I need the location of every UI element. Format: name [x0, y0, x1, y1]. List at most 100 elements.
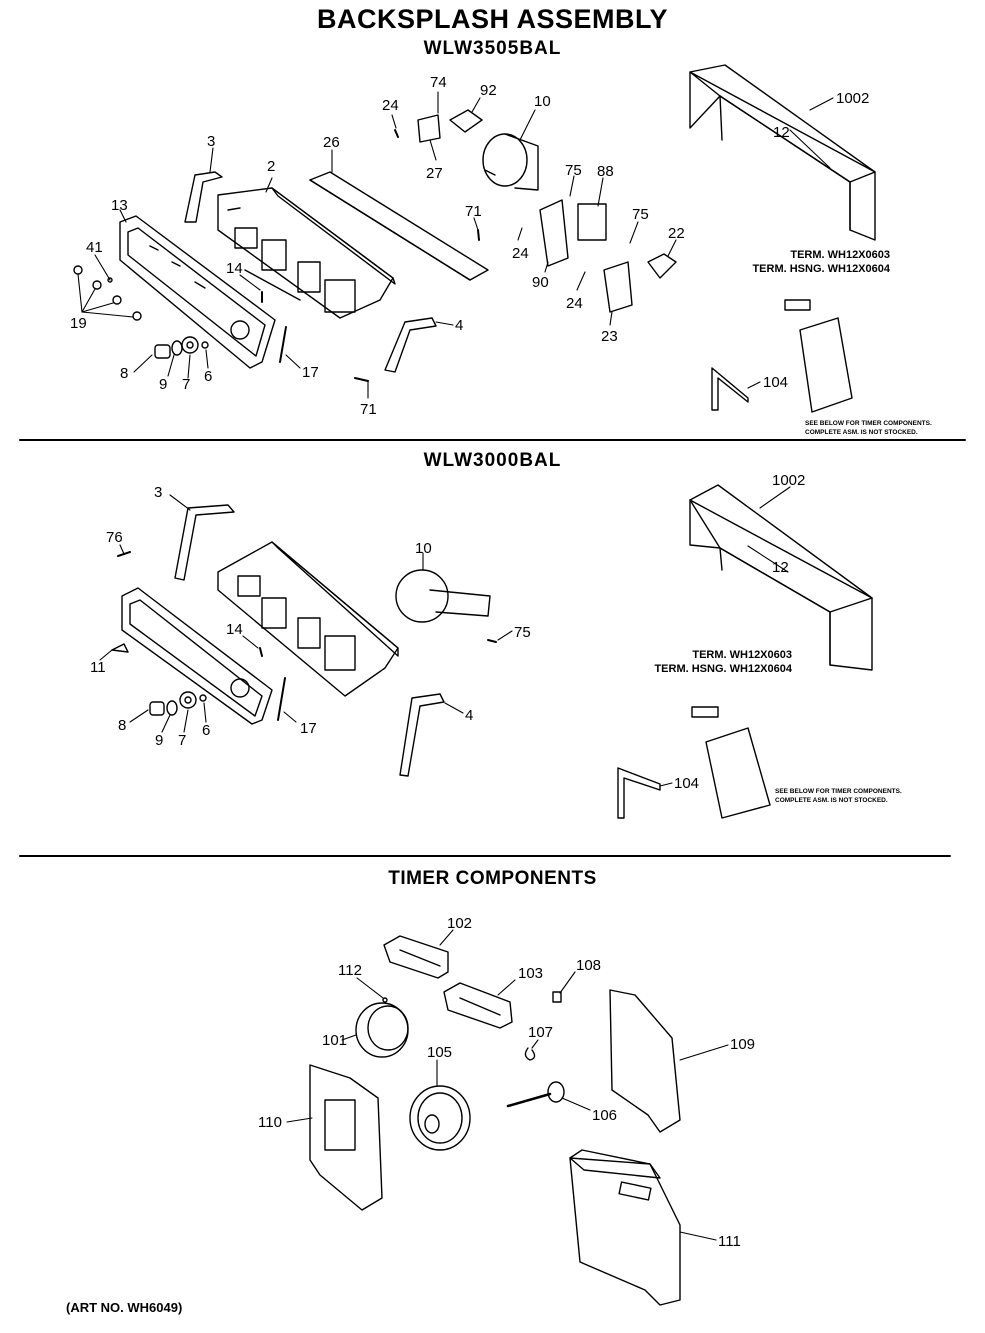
callout-75: 75	[565, 162, 582, 179]
faceplate-part-2	[121, 587, 273, 725]
housing-109-part	[609, 989, 681, 1133]
backsplash-cabinet-part	[689, 64, 876, 241]
callout-19: 19	[70, 315, 87, 332]
callout-105: 105	[427, 1044, 452, 1061]
frame-110-part	[309, 1064, 383, 1211]
callout-110: 110	[258, 1114, 282, 1131]
callout-74: 74	[430, 74, 447, 91]
page-title: BACKSPLASH ASSEMBLY	[316, 4, 669, 34]
console-panel-part	[217, 187, 396, 319]
callout-1002: 1002	[836, 90, 869, 107]
callout-26: 26	[323, 134, 340, 151]
timer-block-part-2	[705, 727, 771, 819]
bracket-right-part	[384, 317, 437, 373]
timer-motor-101-part	[355, 1002, 409, 1058]
callout-3-mid: 3	[154, 484, 162, 501]
note-line-1: SEE BELOW FOR TIMER COMPONENTS.	[805, 420, 932, 427]
callout-109: 109	[730, 1036, 755, 1053]
knob-part	[647, 253, 677, 279]
callout-4: 4	[455, 317, 463, 334]
callout-1002-mid: 1002	[772, 472, 805, 489]
callout-23: 23	[601, 328, 618, 345]
timer-motor-part	[482, 133, 539, 191]
cam-105-part	[409, 1085, 471, 1151]
callout-6-mid: 6	[202, 722, 210, 739]
switch-part	[449, 109, 483, 133]
callout-103: 103	[518, 965, 543, 982]
screw-24-part	[394, 129, 399, 138]
callout-92: 92	[480, 82, 497, 99]
note-line-2: COMPLETE ASM. IS NOT STOCKED.	[805, 428, 918, 436]
callout-6: 6	[204, 368, 212, 385]
callout-107: 107	[528, 1024, 553, 1041]
angle-bracket-part	[711, 367, 749, 411]
bracket-small-part	[417, 114, 441, 143]
callout-17: 17	[302, 364, 319, 381]
note-line-2: COMPLETE ASM. IS NOT STOCKED.	[775, 796, 888, 804]
plate-part-2	[603, 261, 633, 313]
terminal-housing-part-2	[691, 706, 719, 718]
term-line: TERM. WH12X0603	[790, 249, 890, 261]
term-housing-line: TERM. HSNG. WH12X0604	[654, 663, 792, 675]
callout-7: 7	[182, 376, 190, 393]
cover-111-part	[569, 1149, 681, 1306]
callout-8-mid: 8	[118, 717, 126, 734]
callout-10: 10	[534, 93, 551, 110]
callout-102: 102	[447, 915, 472, 932]
spring-107-part	[524, 1047, 536, 1061]
contact-block-103-part	[443, 982, 513, 1029]
callout-71: 71	[465, 203, 482, 220]
callout-75b: 75	[632, 206, 649, 223]
model-label-top: WLW3505BAL	[423, 38, 562, 59]
screw-112-part	[382, 997, 388, 1003]
callout-9: 9	[159, 376, 167, 393]
contact-block-102-part	[383, 935, 449, 979]
callout-27: 27	[426, 165, 443, 182]
callout-71b: 71	[360, 401, 377, 418]
callout-24c: 24	[566, 295, 583, 312]
callout-75-mid: 75	[514, 624, 531, 641]
faceplate-part	[119, 215, 276, 369]
terminal-parts-middle: TERM. WH12X0603 TERM. HSNG. WH12X0604	[610, 648, 792, 676]
plate-part	[539, 199, 569, 267]
timer-note-middle: SEE BELOW FOR TIMER COMPONENTS. COMPLETE…	[775, 788, 902, 805]
selector-switch-part	[577, 203, 607, 241]
terminal-parts-top: TERM. WH12X0603 TERM. HSNG. WH12X0604	[720, 248, 890, 276]
callout-14: 14	[226, 260, 243, 277]
callout-3: 3	[207, 133, 215, 150]
art-number: (ART NO. WH6049)	[66, 1300, 183, 1315]
bracket-left-part	[184, 171, 223, 223]
nut-6-part	[201, 341, 209, 349]
terminal-housing-part	[784, 299, 811, 311]
cover-part	[309, 171, 489, 281]
bracket-right-part-2	[399, 693, 445, 777]
callout-12-mid: 12	[772, 559, 789, 576]
console-panel-part-2	[217, 541, 399, 697]
callout-41: 41	[86, 239, 103, 256]
callout-12: 12	[773, 124, 790, 141]
angle-bracket-part-2	[617, 767, 661, 819]
callout-4-mid: 4	[465, 707, 473, 724]
callout-88: 88	[597, 163, 614, 180]
callout-112: 112	[338, 962, 362, 979]
callout-90: 90	[532, 274, 549, 291]
timer-components-title: TIMER COMPONENTS	[388, 868, 597, 889]
term-line: TERM. WH12X0603	[692, 649, 792, 661]
spring-9-part	[171, 340, 183, 356]
timer-note-top: SEE BELOW FOR TIMER COMPONENTS. COMPLETE…	[805, 420, 932, 437]
clip-108-part	[552, 991, 562, 1003]
callout-8: 8	[120, 365, 128, 382]
shaft-106-part	[506, 1081, 565, 1108]
rod-part	[279, 326, 287, 363]
screw-71-part	[354, 377, 369, 382]
knob-7-part	[181, 336, 199, 354]
callout-10-mid: 10	[415, 540, 432, 557]
callout-9-mid: 9	[155, 732, 163, 749]
timer-block-part	[799, 317, 853, 413]
callout-101: 101	[322, 1032, 347, 1049]
callout-7-mid: 7	[178, 732, 186, 749]
knob-8-part	[154, 344, 171, 359]
model-label-middle: WLW3000BAL	[423, 450, 562, 471]
callout-24b: 24	[512, 245, 529, 262]
